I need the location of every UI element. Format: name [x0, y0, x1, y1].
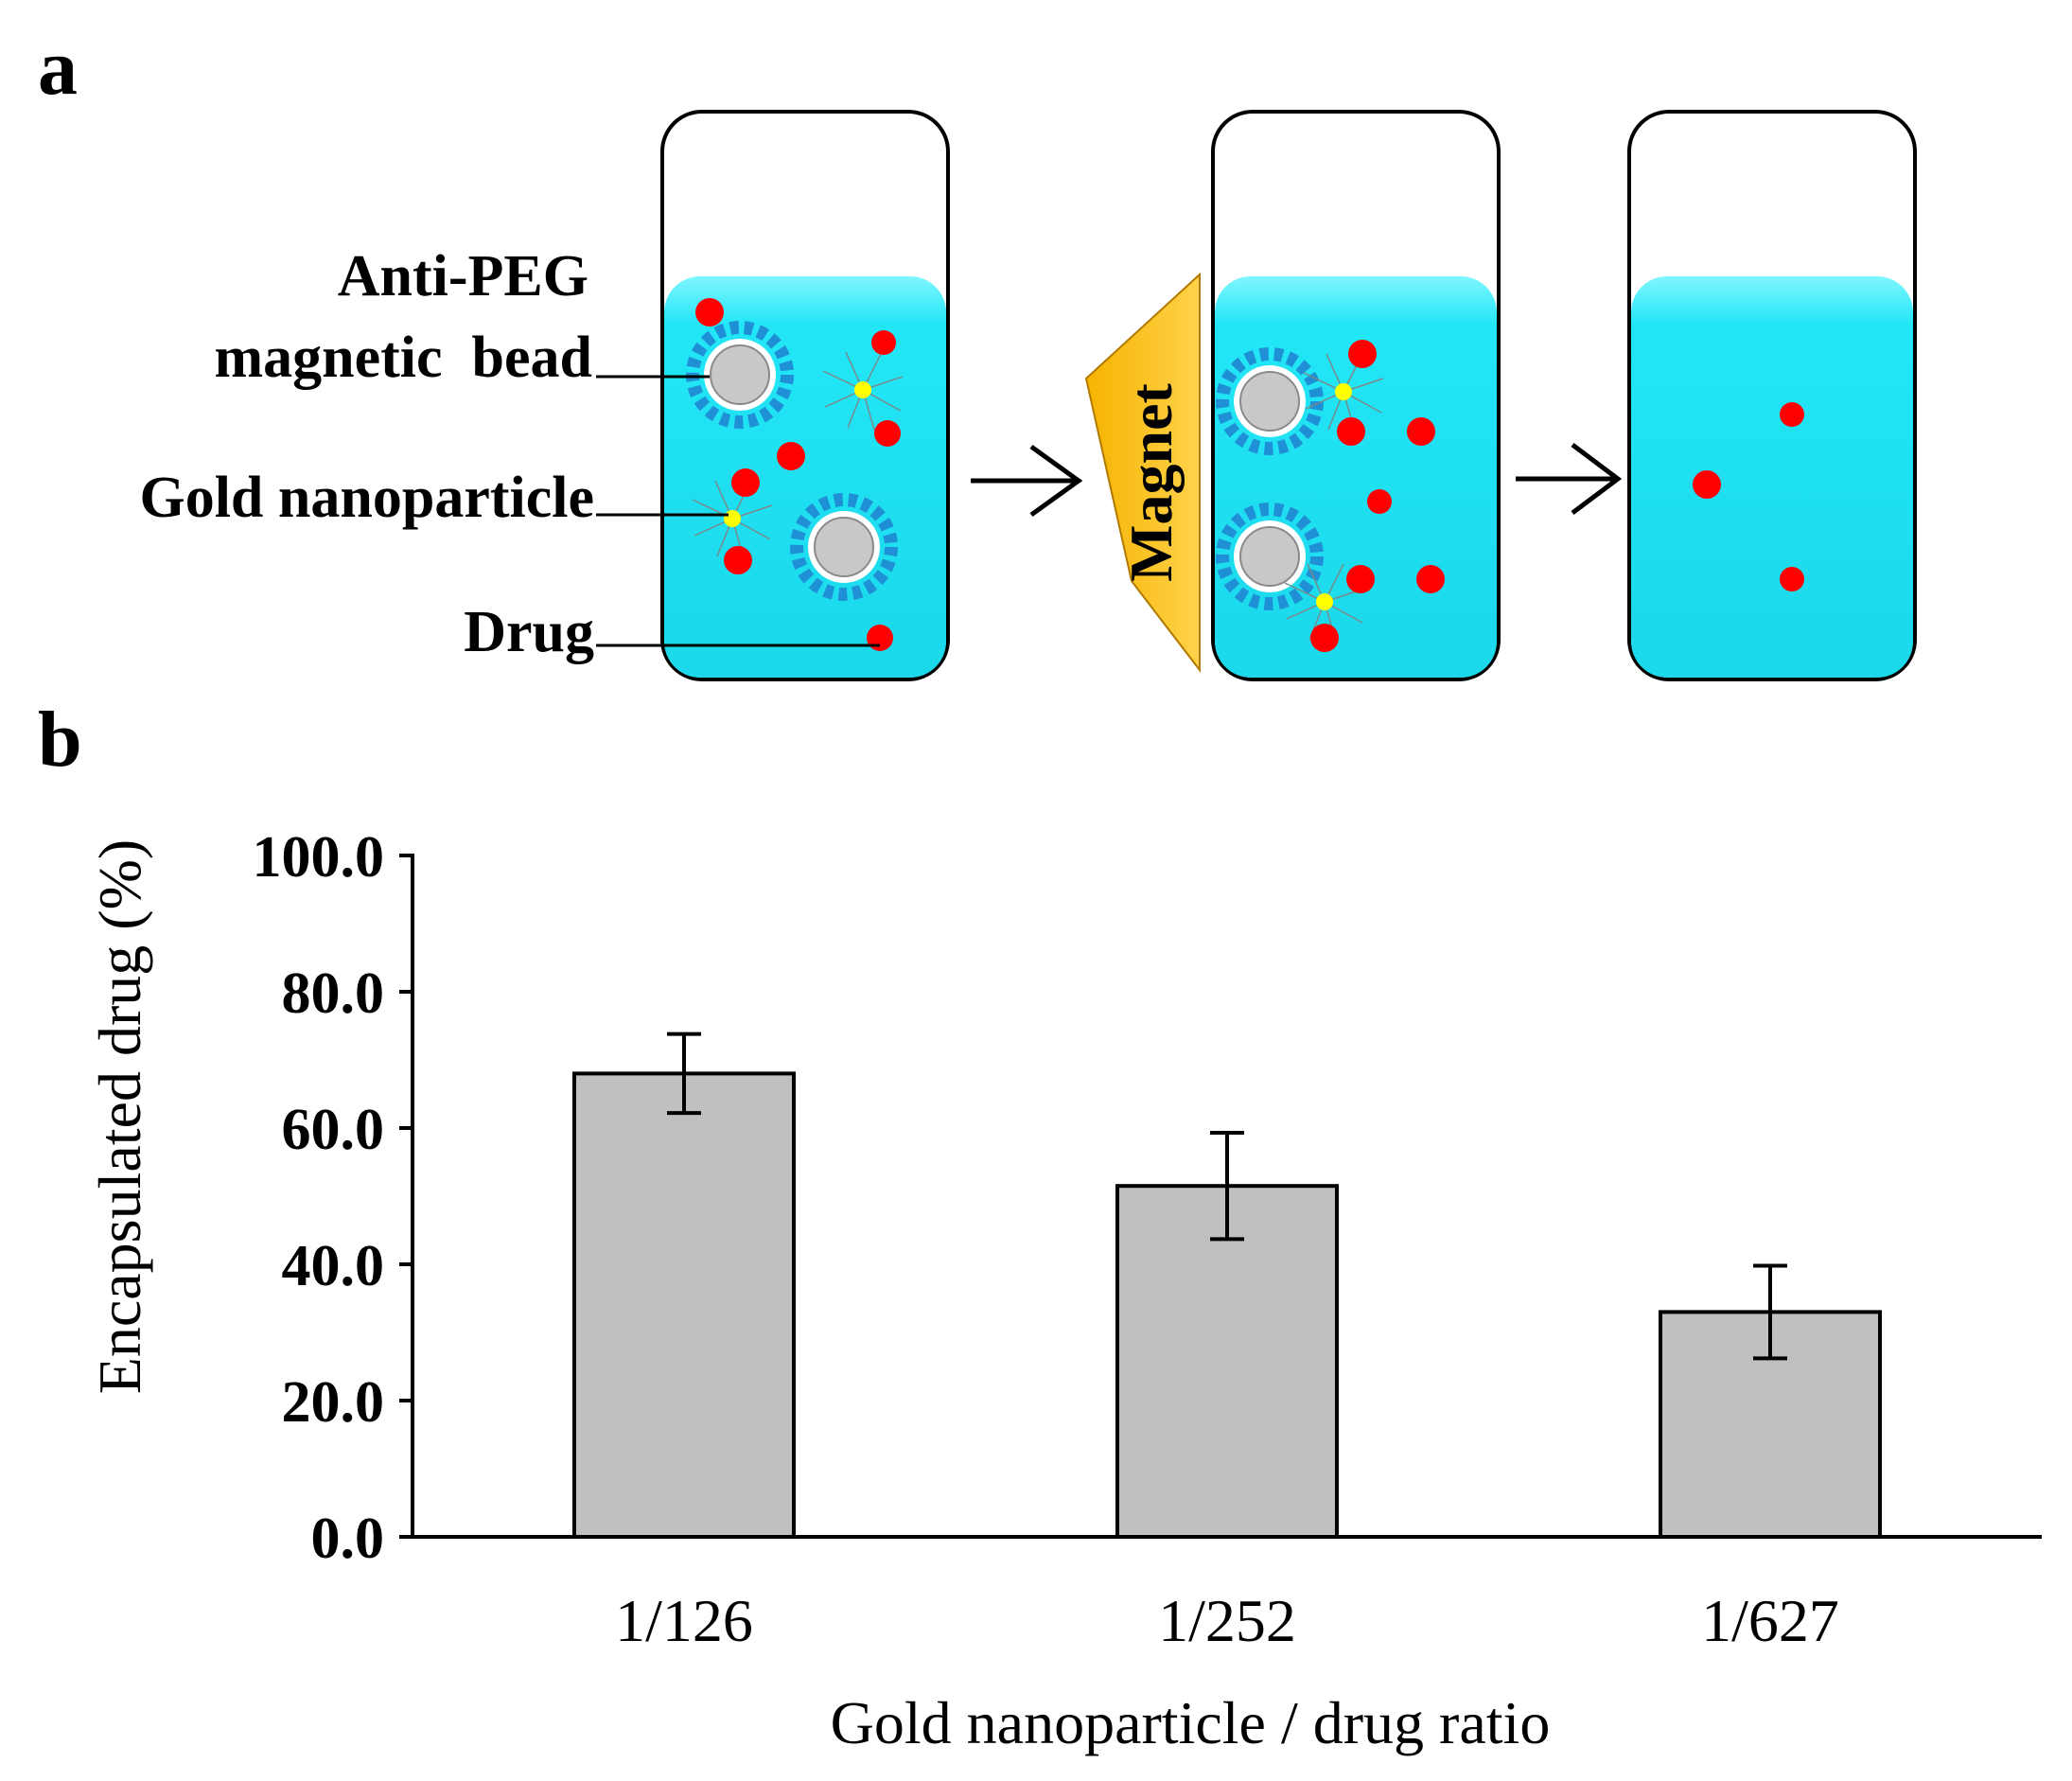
separation-schematic: Anti-PEG magnetic bead Gold nanoparticle… — [139, 110, 1917, 681]
plot-area: 0.0 20.0 40.0 60.0 80.0 100.0 1/126 1/252 1/627 — [253, 825, 2042, 1654]
label-anti-peg: Anti-PEG — [338, 244, 588, 309]
error-bars — [667, 1032, 1787, 1361]
error-bar-1/126 — [667, 1032, 701, 1116]
label-magnetic-bead: magnetic bead — [214, 326, 592, 390]
bars — [572, 1071, 1882, 1540]
label-drug: Drug — [464, 600, 594, 664]
x-tick-label: 1/627 — [1701, 1587, 1839, 1654]
vial-3 — [1627, 110, 1917, 681]
x-tick-label: 1/126 — [615, 1587, 753, 1654]
bar-1/252 — [1115, 1184, 1339, 1539]
y-ticks: 0.0 20.0 40.0 60.0 80.0 100.0 — [253, 825, 413, 1571]
panel-b-label: b — [38, 696, 82, 784]
liquid-2 — [1215, 276, 1497, 678]
y-axis-title: Encapsulated drug (%) — [86, 839, 153, 1394]
magnet-label: Magnet — [1117, 382, 1185, 581]
drug-dots-3 — [1693, 402, 1804, 591]
liquid-3 — [1631, 276, 1913, 678]
x-axis-title: Gold nanoparticle / drug ratio — [831, 1689, 1551, 1756]
magnet: Magnet — [1084, 272, 1201, 673]
drug-dots-1 — [695, 298, 901, 651]
y-tick-label: 80.0 — [282, 961, 385, 1026]
y-tick-label: 20.0 — [282, 1370, 385, 1435]
y-tick-label: 40.0 — [282, 1234, 385, 1298]
y-tick-label: 0.0 — [311, 1507, 385, 1571]
label-gold-nanoparticle: Gold nanoparticle — [139, 466, 594, 530]
drug-dots-2 — [1310, 340, 1445, 652]
y-tick-label: 100.0 — [253, 825, 385, 890]
x-tick-label: 1/252 — [1158, 1587, 1296, 1654]
y-tick-label: 60.0 — [282, 1098, 385, 1162]
arrow-1 — [971, 444, 1083, 518]
error-bar-1/252 — [1210, 1131, 1244, 1242]
bar-1/627 — [1659, 1310, 1882, 1540]
bar-1/126 — [572, 1071, 796, 1540]
error-bar-1/627 — [1753, 1263, 1787, 1361]
vial-2 — [1211, 110, 1501, 681]
x-tick-labels: 1/126 1/252 1/627 — [615, 1587, 1839, 1654]
arrow-2 — [1516, 443, 1623, 515]
leader-lines — [596, 375, 880, 647]
panel-a-label: a — [38, 24, 78, 112]
vial-1 — [660, 110, 950, 681]
